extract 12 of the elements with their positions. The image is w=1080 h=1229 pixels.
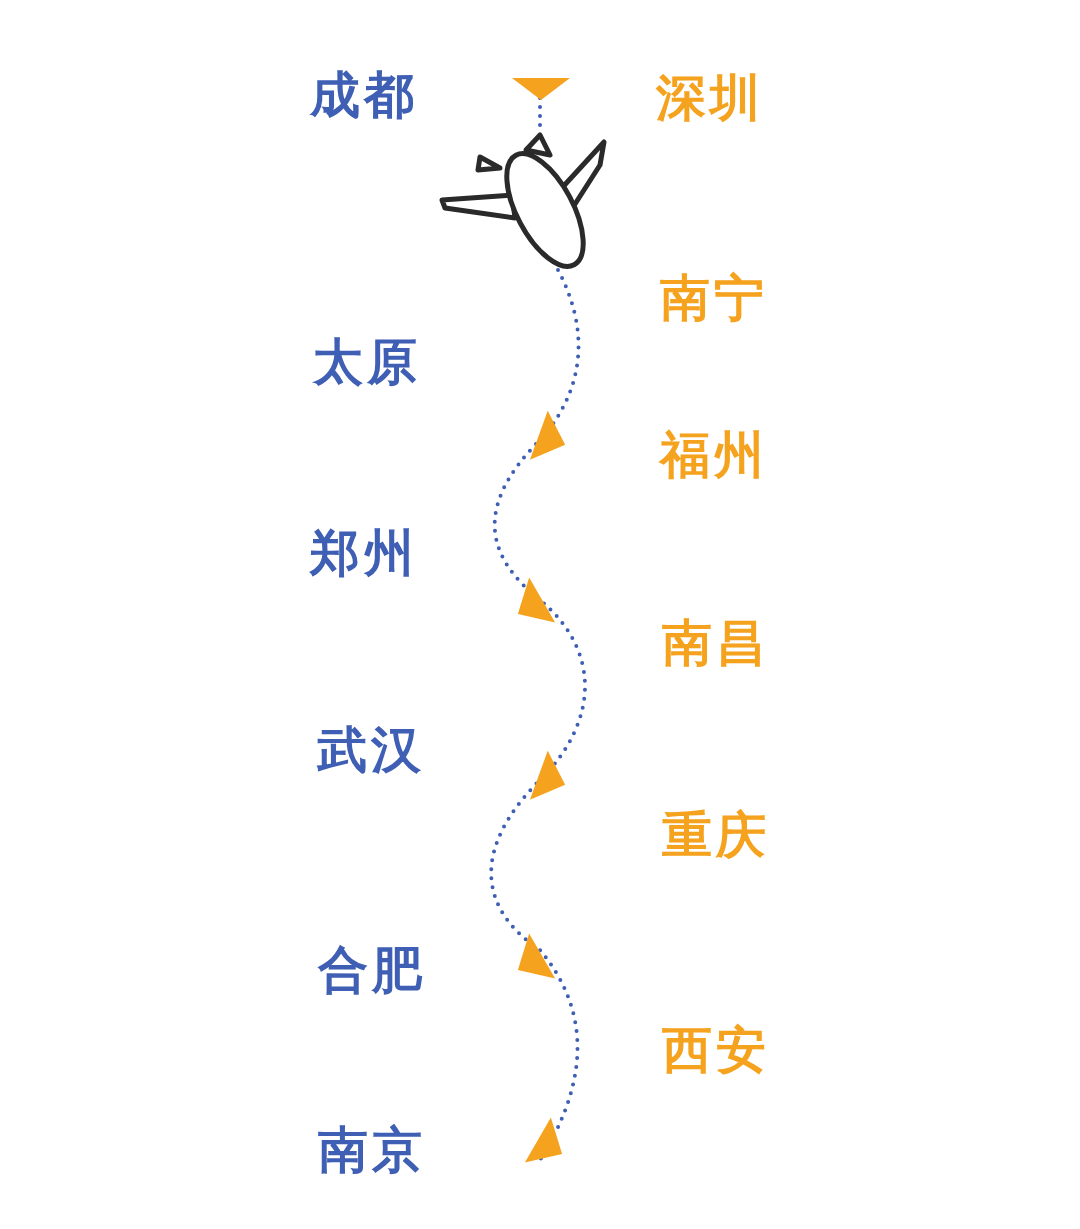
city-name: 南京 xyxy=(318,1125,426,1175)
city-name: 南宁 xyxy=(660,273,768,323)
city-name: 福州 xyxy=(660,430,768,480)
city-name: 合肥 xyxy=(318,945,426,995)
city-name: 成都 xyxy=(310,70,418,120)
city-name: 重庆 xyxy=(662,810,770,860)
city-name: 太原 xyxy=(313,337,421,387)
city-name: 西安 xyxy=(662,1025,770,1075)
city-name: 深圳 xyxy=(656,73,764,123)
city-name: 武汉 xyxy=(317,725,425,775)
city-name: 郑州 xyxy=(310,528,418,578)
city-name: 南昌 xyxy=(662,618,770,668)
